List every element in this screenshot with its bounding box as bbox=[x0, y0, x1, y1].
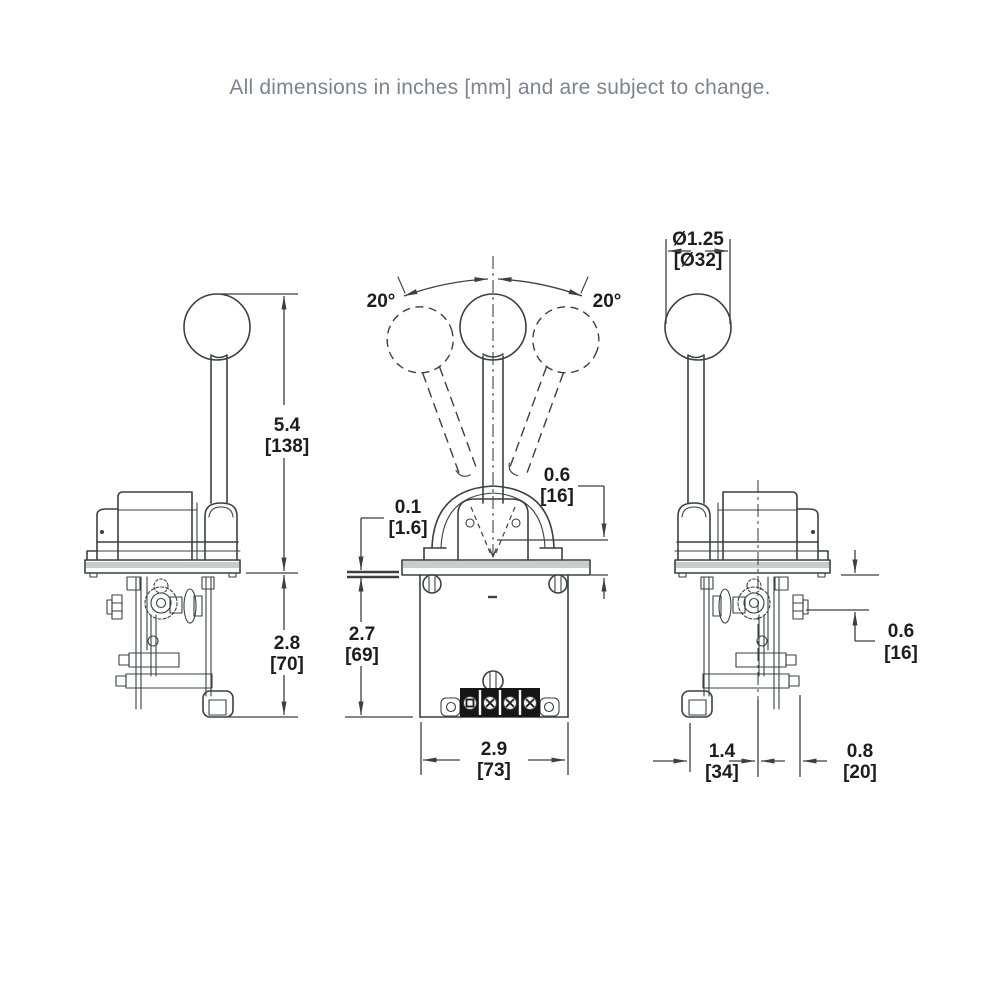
dim-panel-thickness: 0.1 [1.6] bbox=[358, 497, 428, 571]
dim-shaft-offset-in: 0.6 bbox=[888, 621, 914, 642]
dim-angle-right: 20° bbox=[593, 291, 622, 312]
dim-pivot-depth-mm: [16] bbox=[540, 486, 574, 507]
dim-shaft-offset-mm: [16] bbox=[884, 643, 918, 664]
dim-panel-thickness-mm: [1.6] bbox=[388, 518, 427, 539]
front-view: 20° 20° bbox=[345, 256, 621, 781]
dim-pivot-depth: 0.6 [16] bbox=[497, 465, 608, 599]
dim-body-height-in: 2.7 bbox=[349, 624, 375, 645]
left-side-view: 5.4 [138] 2.8 [70] bbox=[84, 293, 309, 718]
dim-knob-diameter-in: Ø1.25 bbox=[672, 229, 724, 250]
dim-lever-height: 5.4 [138] bbox=[220, 293, 309, 718]
right-side-device bbox=[664, 293, 831, 718]
left-side-device bbox=[84, 293, 251, 718]
dimension-note: All dimensions in inches [mm] and are su… bbox=[229, 76, 771, 99]
dim-below-panel: 2.8 [70] bbox=[270, 574, 304, 716]
dim-shaft-offset: 0.6 [16] bbox=[806, 550, 918, 664]
dome-bezel bbox=[423, 485, 563, 561]
dim-rear-depth-mm: [20] bbox=[843, 762, 877, 783]
panel-screw-right bbox=[548, 574, 568, 594]
dim-body-width-in: 2.9 bbox=[481, 739, 507, 760]
dim-knob-diameter: Ø1.25 [Ø32] bbox=[665, 229, 731, 324]
dim-body-height: 2.7 [69] bbox=[345, 577, 413, 718]
dim-front-depth-mm: [34] bbox=[705, 762, 739, 783]
dim-pivot-depth-in: 0.6 bbox=[544, 465, 570, 486]
panel-screw-left bbox=[422, 574, 442, 594]
dim-lever-height-mm: [138] bbox=[265, 436, 309, 457]
dim-below-panel-in: 2.8 bbox=[274, 633, 300, 654]
dim-body-width-mm: [73] bbox=[477, 760, 511, 781]
dim-front-depth-in: 1.4 bbox=[709, 741, 736, 762]
front-mounting-plate bbox=[401, 559, 591, 576]
lever-position-right bbox=[508, 306, 600, 477]
dim-rear-depth-in: 0.8 bbox=[847, 741, 873, 762]
right-side-view: Ø1.25 [Ø32] 0.6 [16] bbox=[653, 229, 918, 783]
terminal-block bbox=[440, 688, 560, 717]
dim-knob-diameter-mm: [Ø32] bbox=[674, 250, 723, 271]
dim-body-height-mm: [69] bbox=[345, 645, 379, 666]
travel-arc bbox=[397, 276, 589, 297]
dim-lever-height-in: 5.4 bbox=[274, 415, 301, 436]
dim-panel-thickness-in: 0.1 bbox=[395, 497, 422, 518]
knob-front bbox=[459, 293, 527, 361]
dim-body-width: 2.9 [73] bbox=[420, 722, 569, 781]
dim-below-panel-mm: [70] bbox=[270, 654, 304, 675]
dim-angle-left: 20° bbox=[367, 291, 396, 312]
lever-position-left bbox=[386, 306, 477, 477]
dim-depth-offsets: 1.4 [34] 0.8 [20] bbox=[653, 695, 877, 783]
terminal-screw-1 bbox=[463, 696, 477, 710]
